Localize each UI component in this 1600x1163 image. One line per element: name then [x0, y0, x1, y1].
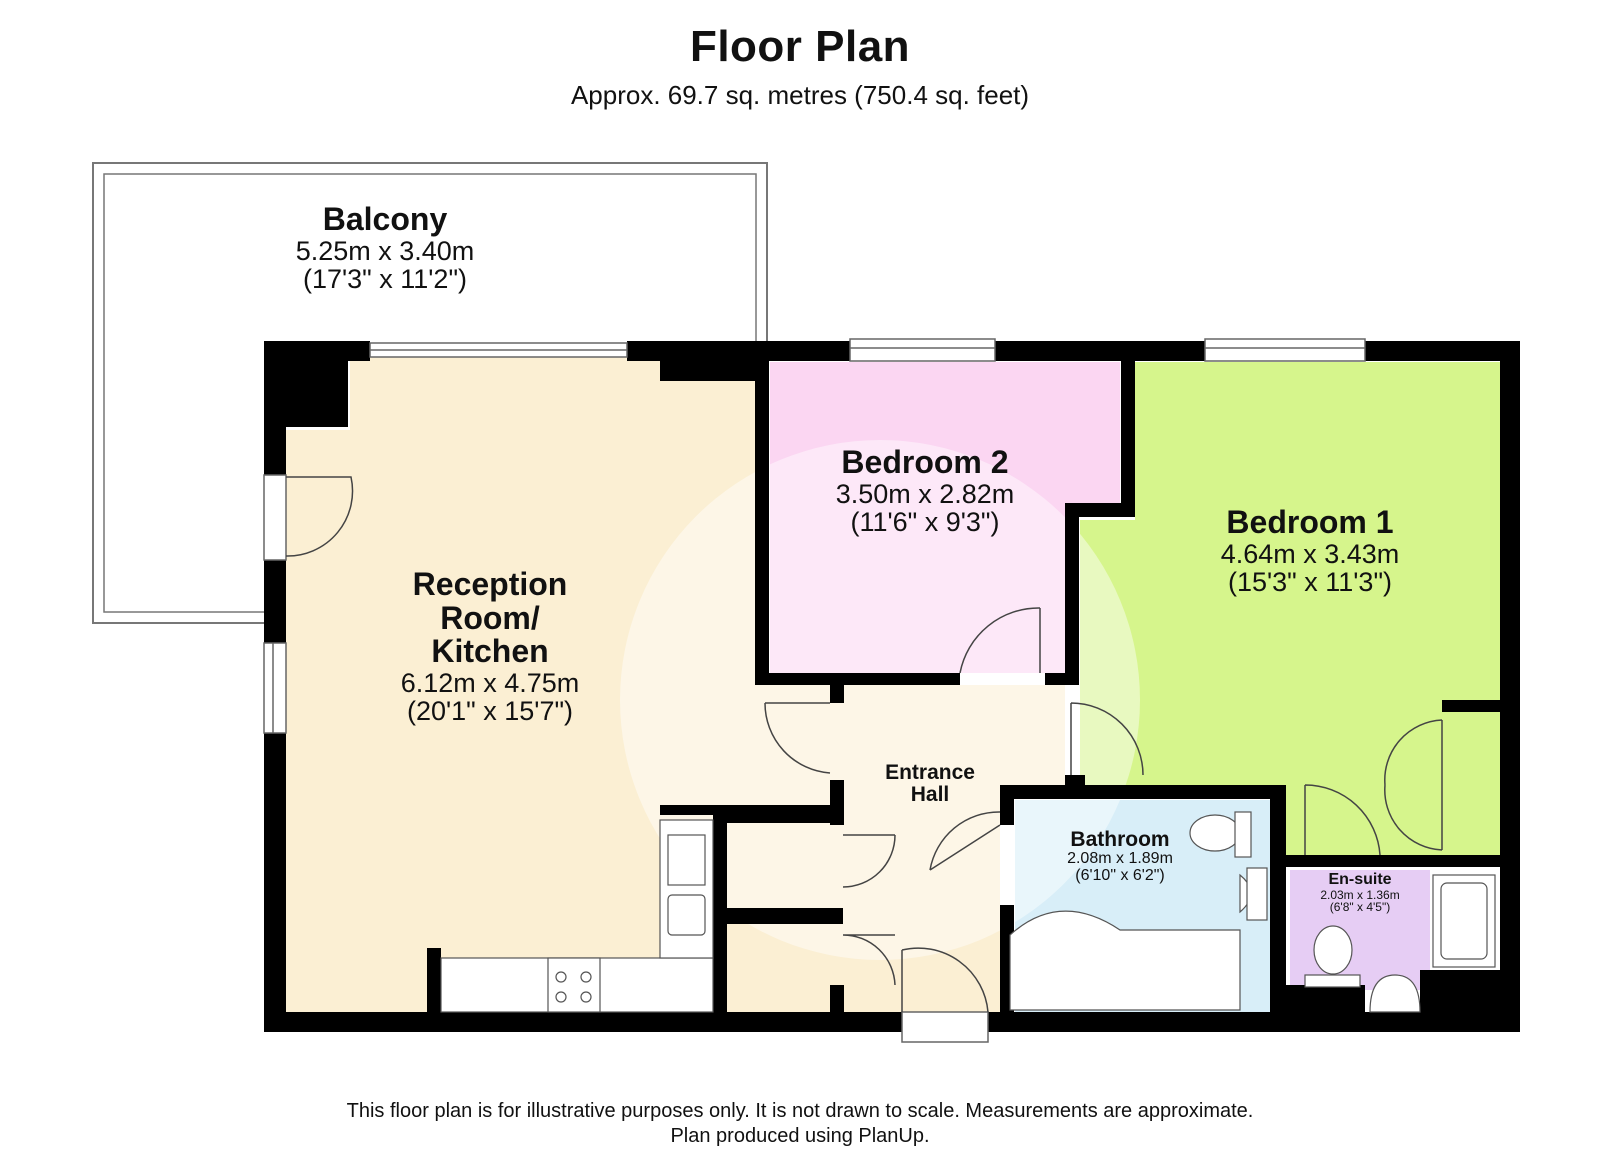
walls: [264, 341, 1520, 1032]
room-metric: 2.08m x 1.89m: [1067, 850, 1173, 868]
bathroom-fixtures: [1009, 811, 1268, 1011]
disclaimer-text: This floor plan is for illustrative purp…: [346, 1100, 1254, 1122]
room-imperial: (17'3" x 11'2"): [302, 263, 468, 294]
area-subtitle: Approx. 69.7 sq. metres (750.4 sq. feet): [570, 80, 1030, 110]
room-name: Entrance: [885, 761, 975, 784]
credit-text: Plan produced using PlanUp.: [670, 1125, 930, 1147]
room-imperial: (20'1" x 15'7"): [406, 696, 574, 727]
room-imperial: (6'10" x 6'2"): [1075, 866, 1165, 884]
en-suite-label: En-suite 2.03m x 1.36m (6'8" x 4'5"): [1295, 871, 1425, 915]
room-metric: 4.64m x 3.43m: [1220, 538, 1400, 569]
en-suite-fill: [1290, 870, 1430, 990]
balcony-label: Balcony 5.25m x 3.40m (17'3" x 11'2"): [280, 201, 490, 294]
door-swings: [285, 476, 1443, 1013]
room-metric: 2.03m x 1.36m: [1320, 887, 1400, 902]
room-metric: 3.50m x 2.82m: [835, 478, 1015, 509]
room-metric: 5.25m x 3.40m: [295, 235, 475, 266]
entrance-hall-label: Entrance Hall: [860, 761, 1000, 807]
bedroom-2-label: Bedroom 2 3.50m x 2.82m (11'6" x 9'3"): [800, 444, 1050, 537]
room-imperial: (11'6" x 9'3"): [850, 506, 1000, 537]
en-suite-fixtures: [1304, 874, 1496, 1013]
bedroom-1-label: Bedroom 1 4.64m x 3.43m (15'3" x 11'3"): [1185, 504, 1435, 597]
room-name: Room/: [440, 599, 540, 636]
room-name: Balcony: [322, 201, 448, 237]
room-imperial: (6'8" x 4'5"): [1329, 900, 1391, 915]
bathroom-label: Bathroom 2.08m x 1.89m (6'10" x 6'2"): [1040, 828, 1200, 885]
bedroom-2-fill: [770, 362, 1120, 673]
bedroom-1-fill: [1080, 362, 1500, 855]
room-imperial: (15'3" x 11'3"): [1227, 566, 1393, 597]
kitchen-fixtures: [440, 819, 714, 1013]
room-name: En-suite: [1328, 871, 1392, 888]
windows: [263, 338, 1366, 1043]
room-name: Hall: [910, 783, 950, 807]
room-name: Reception: [412, 566, 568, 602]
room-metric: 6.12m x 4.75m: [400, 667, 580, 698]
watermark-logo: [620, 440, 1140, 960]
reception-room-label: Reception Room/ Kitchen 6.12m x 4.75m (2…: [370, 566, 610, 727]
reception-room-fill: [285, 355, 755, 1012]
room-name: Bedroom 1: [1226, 504, 1394, 540]
page-title: Floor Plan: [689, 22, 911, 71]
room-name: Bathroom: [1070, 828, 1170, 851]
room-name: Kitchen: [431, 633, 549, 670]
room-name: Bedroom 2: [841, 444, 1009, 480]
